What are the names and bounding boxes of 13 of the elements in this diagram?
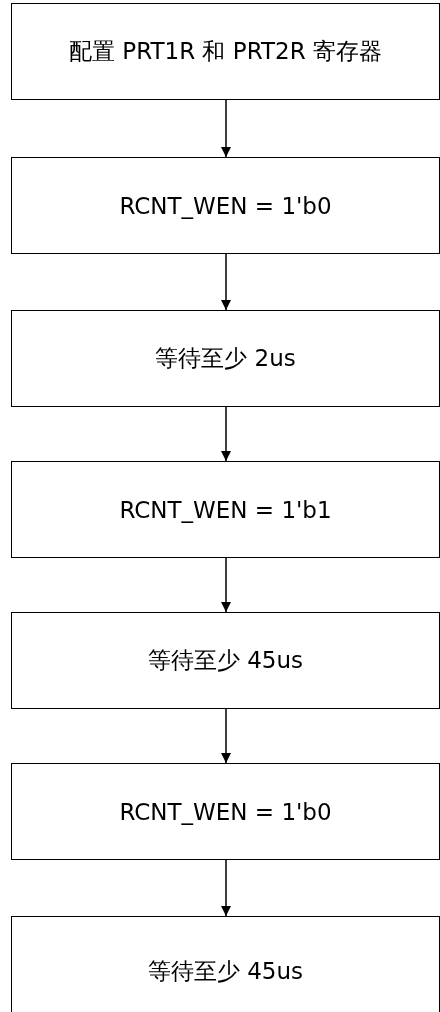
process-box: RCNT_WEN = 1'b1 (11, 461, 440, 558)
arrow (221, 708, 231, 764)
arrow (221, 99, 231, 158)
process-box: RCNT_WEN = 1'b0 (11, 157, 440, 254)
arrow (221, 859, 231, 917)
arrow (221, 406, 231, 462)
process-box: 配置 PRT1R 和 PRT2R 寄存器 (11, 3, 440, 100)
process-box: 等待至少 45us (11, 612, 440, 709)
process-box: 等待至少 2us (11, 310, 440, 407)
process-box: 等待至少 45us (11, 916, 440, 1012)
process-box: RCNT_WEN = 1'b0 (11, 763, 440, 860)
arrow (221, 557, 231, 613)
arrow (221, 253, 231, 311)
